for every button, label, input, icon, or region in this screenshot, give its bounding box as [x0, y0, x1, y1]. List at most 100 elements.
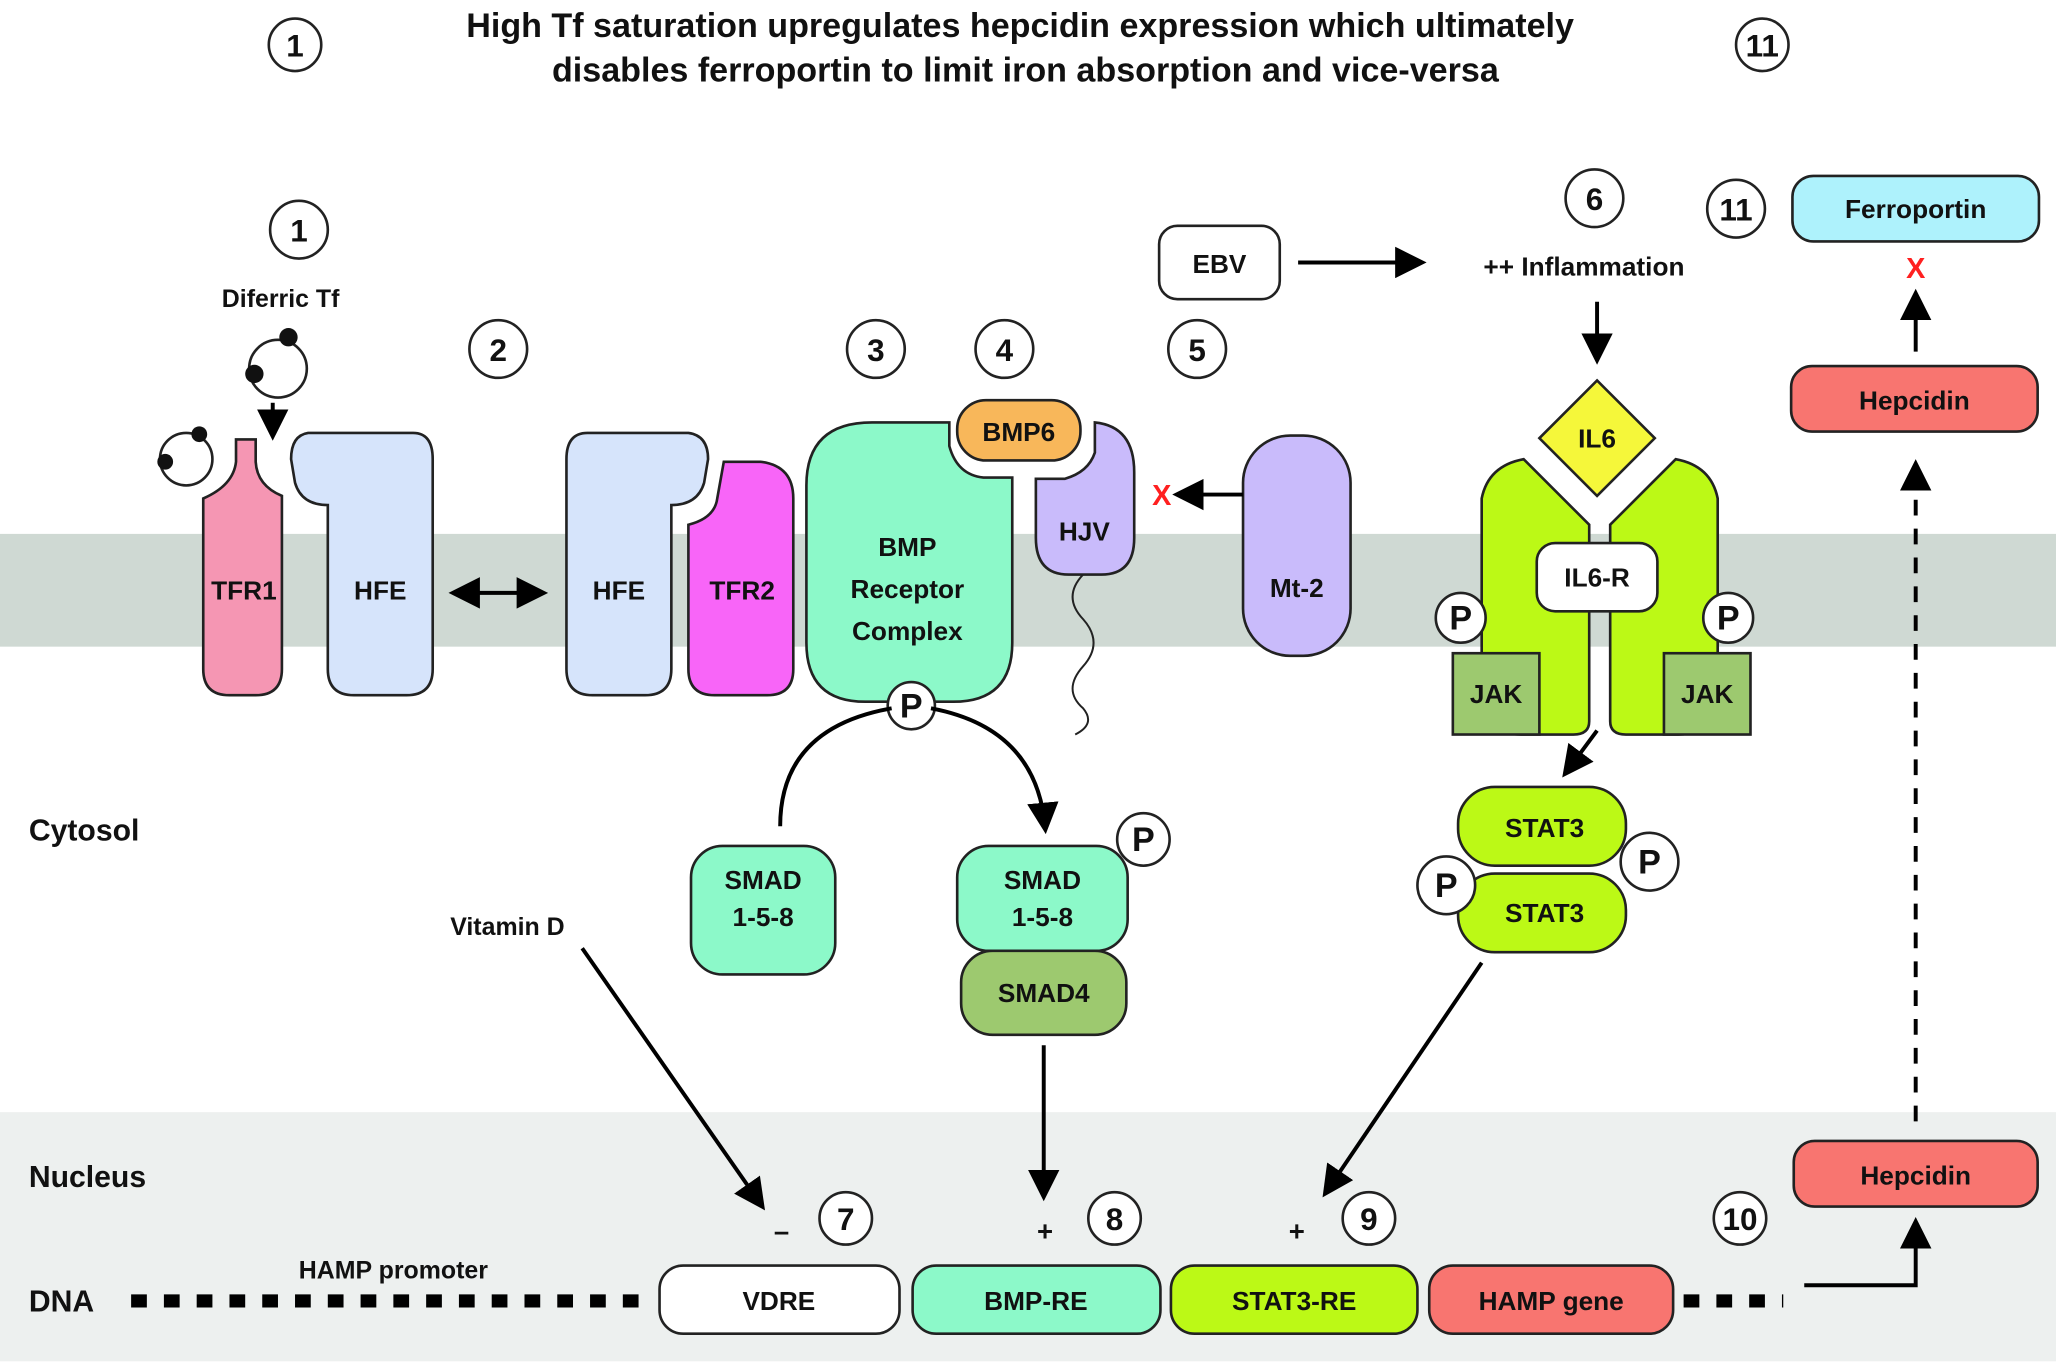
ferroportin-box [1791, 174, 2041, 243]
hjv-inhibit-mark: X [1152, 480, 1171, 512]
tfr2-label: TFR2 [709, 575, 775, 605]
stat3-re-label: STAT3-RE [1232, 1286, 1356, 1316]
step-number: 7 [837, 1202, 855, 1237]
bmp-re-label: BMP-RE [984, 1286, 1087, 1316]
step-number: 10 [1722, 1202, 1757, 1237]
stat3-right-phospho-badge: P [1619, 831, 1680, 892]
bmp-re-element [911, 1264, 1162, 1336]
il6r-box [1535, 541, 1659, 613]
jak-left-phospho-badge: P [1434, 591, 1487, 645]
step-11-badge: 11 [1705, 178, 1767, 239]
title-line-1: High Tf saturation upregulates hepcidin … [466, 7, 1574, 45]
hamp-gene-label: HAMP gene [1479, 1286, 1624, 1316]
step-3-badge: 3 [845, 318, 907, 380]
il6-ligand [1537, 378, 1657, 498]
hepcidin-nucleus-box [1792, 1139, 2039, 1208]
step-6-badge: 6 [1564, 168, 1625, 229]
inflammation-label: ++ Inflammation [1483, 252, 1684, 282]
vdre-label: VDRE [742, 1286, 815, 1316]
vitamin-d-label: Vitamin D [450, 913, 564, 941]
smad-158-unphosphorylated [689, 844, 837, 976]
smad-left-line2: 1-5-8 [733, 902, 794, 932]
hepcidin-top-label: Hepcidin [1859, 385, 1970, 415]
step-number: 4 [996, 333, 1014, 368]
step-number: 1 [286, 29, 304, 64]
smad-recruit-curve [778, 706, 892, 827]
step-number: 8 [1106, 1202, 1124, 1237]
smad4-label: SMAD4 [998, 978, 1090, 1008]
phospho-label: P [1638, 844, 1661, 882]
stat3-re-element [1169, 1264, 1419, 1336]
hepcidin-top-box [1789, 364, 2039, 433]
hjv-label: HJV [1059, 516, 1111, 546]
ferroportin-label: Ferroportin [1845, 194, 1986, 224]
transcription-arrow [1804, 1217, 1932, 1288]
jak-left-label: JAK [1470, 679, 1523, 709]
hjv-protein [1034, 420, 1136, 576]
smad-right-line2: 1-5-8 [1012, 902, 1073, 932]
step-number: 6 [1586, 182, 1604, 217]
stat3-to-stat3-re-arrow [1322, 961, 1484, 1198]
step-8-badge: 8 [1087, 1190, 1143, 1246]
step-number: 2 [490, 333, 508, 368]
step-7-badge: 7 [818, 1190, 874, 1246]
ebv-label: EBV [1192, 249, 1246, 279]
step-10-badge: 10 [1712, 1190, 1768, 1246]
hepcidin-nucleus-label: Hepcidin [1860, 1160, 1971, 1190]
stat3-top [1456, 785, 1628, 867]
phospho-label: P [1132, 821, 1155, 859]
smad-phospho-badge: P [1115, 811, 1171, 867]
phospho-label: P [900, 687, 923, 725]
jak-to-stat3-arrow [1562, 729, 1599, 778]
il6-label: IL6 [1578, 423, 1616, 453]
title-step-11-badge: 11 [1734, 17, 1790, 73]
stat3-bottom-label: STAT3 [1505, 898, 1584, 928]
hjv-gpi-anchor-tail [1071, 573, 1095, 736]
hfe-left-protein [289, 431, 435, 697]
vdre-element [658, 1264, 901, 1336]
step-number: 11 [1746, 29, 1779, 64]
hfe-left-label: HFE [354, 575, 406, 605]
step-number: 3 [867, 333, 885, 368]
diferric-tf-label: Diferric Tf [222, 285, 340, 313]
smad4 [959, 949, 1128, 1037]
phospho-label: P [1449, 600, 1472, 638]
stat3-left-phospho-badge: P [1416, 855, 1477, 916]
vdre-effect-sign: – [774, 1216, 789, 1247]
tfr1-label: TFR1 [211, 575, 277, 605]
phospho-label: P [1717, 600, 1740, 638]
title-step-1-badge: 1 [267, 17, 323, 73]
title-line-2: disables ferroportin to limit iron absor… [552, 52, 1500, 90]
step-1-badge: 1 [268, 199, 330, 260]
jak-right-label: JAK [1681, 679, 1734, 709]
diferric-tf-icon [245, 328, 309, 399]
ferroportin-inhibit-mark: X [1906, 253, 1925, 285]
stat3-re-effect-sign: + [1289, 1216, 1305, 1247]
bmp-receptor-label-line2: Receptor [851, 574, 965, 604]
step-number: 1 [290, 213, 308, 248]
bmp6-label: BMP6 [982, 417, 1055, 447]
hamp-promoter-label: HAMP promoter [299, 1257, 488, 1285]
jak-right-phospho-badge: P [1701, 591, 1755, 645]
jak-right [1662, 651, 1752, 736]
hfe-right-label: HFE [593, 575, 645, 605]
hfe-right-protein [565, 431, 710, 697]
step-2-badge: 2 [468, 318, 529, 380]
step-9-badge: 9 [1341, 1190, 1397, 1246]
tfr2-receptor [687, 460, 795, 697]
cytosol-label: Cytosol [29, 815, 140, 848]
mt2-label: Mt-2 [1270, 573, 1324, 603]
stat3-top-label: STAT3 [1505, 813, 1584, 843]
il6r-label: IL6-R [1564, 562, 1630, 592]
bmp-receptor-label-line1: BMP [878, 532, 936, 562]
mt2-protein [1241, 434, 1352, 658]
vitamin-d-to-vdre-arrow [580, 947, 766, 1211]
tfr1-receptor [201, 438, 284, 697]
step-4-badge: 4 [974, 318, 1035, 380]
dna-label: DNA [29, 1285, 94, 1318]
jak-left [1451, 651, 1541, 736]
smad-158-phosphorylated [955, 844, 1129, 953]
smad-left-line1: SMAD [725, 865, 802, 895]
bmp-re-effect-sign: + [1037, 1216, 1053, 1247]
